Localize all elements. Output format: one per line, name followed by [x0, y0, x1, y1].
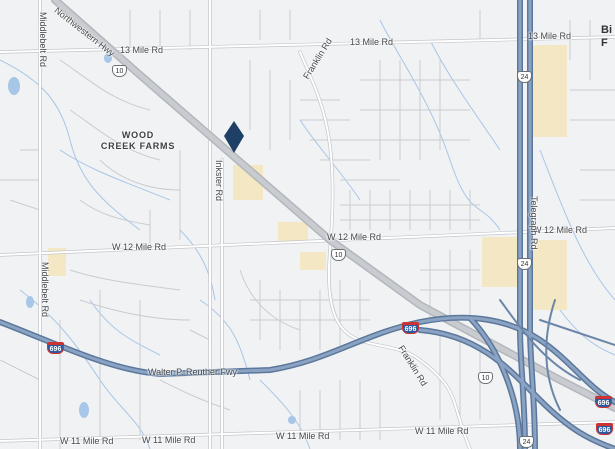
us-10-shield: 10 [331, 249, 346, 261]
location-pin-icon[interactable] [223, 120, 245, 154]
road-label-middlebelt-top: Middlebelt Rd [38, 12, 48, 68]
place-label-wood-creek-farms: WOOD CREEK FARMS [98, 130, 178, 152]
edge-place-label: Bi F [601, 24, 612, 50]
road-label-telegraph: Telegraph Rd [529, 196, 539, 250]
place-label-line-1: WOOD [121, 130, 155, 140]
ponds [8, 53, 296, 424]
road-label-w12-mid: W 12 Mile Rd [327, 232, 382, 242]
i-696-shield: 696 [595, 396, 612, 408]
edge-place-label-line-2: F [601, 37, 608, 49]
place-label-line-2: CREEK FARMS [100, 141, 176, 151]
northwestern-hwy [51, 0, 615, 412]
road-label-w12-left: W 12 Mile Rd [112, 242, 167, 252]
road-label-13-mile-left: 13 Mile Rd [120, 45, 164, 55]
road-label-w11-2: W 11 Mile Rd [142, 435, 196, 445]
i-696-shield: 696 [402, 322, 419, 334]
road-label-w12-right: W 12 Mile Rd [533, 225, 588, 235]
road-label-w11-3: W 11 Mile Rd [276, 431, 330, 441]
road-label-13-mile-far-right: 13 Mile Rd [528, 31, 572, 41]
commercial-areas [48, 45, 567, 310]
road-label-walter-reuther: Walter P. Reuther Fwy [148, 367, 238, 377]
us-24-shield: 24 [519, 436, 534, 448]
i-696-shield: 696 [596, 423, 613, 435]
road-label-w11-4: W 11 Mile Rd [415, 426, 469, 436]
us-24-shield: 24 [517, 258, 532, 270]
road-label-middlebelt-bottom: Middlebelt Rd [40, 262, 50, 318]
edge-place-label-line-1: Bi [601, 24, 612, 36]
road-label-w11-1: W 11 Mile Rd [60, 436, 114, 446]
us-10-shield: 10 [112, 65, 127, 77]
us-10-shield: 10 [478, 372, 493, 384]
us-24-shield: 24 [517, 71, 532, 83]
road-label-13-mile-right: 13 Mile Rd [350, 37, 394, 47]
road-label-inkster: Inkster Rd [214, 160, 224, 202]
i-696-shield: 696 [47, 342, 64, 354]
local-streets [0, 10, 615, 449]
